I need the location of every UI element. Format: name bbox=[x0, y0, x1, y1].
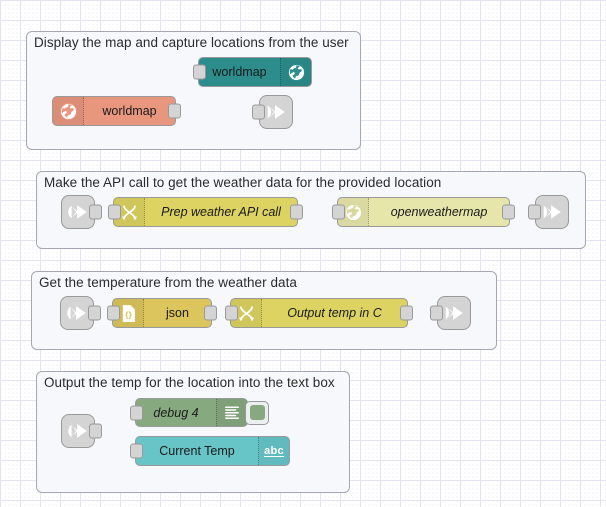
group-output-temp[interactable]: Output the temp for the location into th… bbox=[36, 371, 350, 493]
node-link-out-2[interactable] bbox=[528, 195, 569, 229]
node-output-port[interactable] bbox=[204, 305, 217, 321]
abc-icon: abc bbox=[258, 437, 289, 465]
node-output-temp-in-c[interactable]: Output temp in C bbox=[225, 298, 413, 328]
node-output-port[interactable] bbox=[89, 423, 102, 439]
debug-enable-toggle[interactable] bbox=[245, 400, 269, 425]
node-output-port[interactable] bbox=[400, 305, 413, 321]
node-label: worldmap bbox=[212, 65, 267, 79]
globe-icon bbox=[338, 198, 369, 226]
link-in-icon bbox=[67, 306, 86, 320]
node-link-in-2[interactable] bbox=[61, 195, 102, 229]
node-link-in-3[interactable] bbox=[60, 296, 101, 330]
node-prep-weather-api-call[interactable]: Prep weather API call bbox=[108, 197, 303, 227]
node-input-port[interactable] bbox=[130, 443, 143, 459]
link-out-icon bbox=[445, 306, 463, 320]
node-label: debug 4 bbox=[153, 405, 199, 420]
node-link-out-1[interactable] bbox=[252, 95, 293, 129]
svg-text:{}: {} bbox=[125, 309, 132, 319]
node-input-port[interactable] bbox=[528, 204, 541, 220]
link-in-icon bbox=[68, 424, 87, 438]
node-worldmap-out[interactable]: worldmap bbox=[193, 57, 312, 87]
node-json[interactable]: {} json bbox=[107, 298, 217, 328]
node-link-in-4[interactable] bbox=[61, 414, 102, 448]
node-input-port[interactable] bbox=[193, 64, 206, 80]
node-input-port[interactable] bbox=[430, 305, 443, 321]
node-output-port[interactable] bbox=[89, 204, 102, 220]
node-output-port[interactable] bbox=[88, 305, 101, 321]
node-input-port[interactable] bbox=[225, 305, 238, 321]
node-worldmap-in[interactable]: worldmap bbox=[52, 96, 181, 126]
node-output-port[interactable] bbox=[290, 204, 303, 220]
node-input-port[interactable] bbox=[108, 204, 121, 220]
debug-lines-icon bbox=[216, 399, 247, 426]
node-link-out-3[interactable] bbox=[430, 296, 471, 330]
link-out-icon bbox=[543, 205, 561, 219]
node-openweathermap[interactable]: openweathermap bbox=[332, 197, 515, 227]
link-out-icon bbox=[267, 105, 285, 119]
globe-icon bbox=[53, 97, 84, 125]
group-title: Make the API call to get the weather dat… bbox=[44, 175, 442, 190]
globe-icon bbox=[280, 58, 311, 86]
node-output-port[interactable] bbox=[502, 204, 515, 220]
node-debug-4[interactable]: debug 4 bbox=[130, 398, 269, 427]
node-current-temp[interactable]: Current Temp abc bbox=[130, 436, 290, 466]
node-label: Current Temp bbox=[159, 444, 235, 458]
group-title: Output the temp for the location into th… bbox=[44, 375, 335, 390]
node-label: Prep weather API call bbox=[161, 205, 281, 219]
node-label: worldmap bbox=[102, 104, 157, 118]
node-input-port[interactable] bbox=[252, 104, 265, 120]
group-title: Get the temperature from the weather dat… bbox=[39, 275, 297, 290]
link-in-icon bbox=[68, 205, 87, 219]
node-label: json bbox=[166, 306, 189, 320]
node-input-port[interactable] bbox=[130, 405, 143, 420]
node-label: Output temp in C bbox=[287, 306, 382, 320]
node-output-port[interactable] bbox=[168, 103, 181, 119]
group-display-map[interactable]: Display the map and capture locations fr… bbox=[26, 31, 361, 150]
node-input-port[interactable] bbox=[107, 305, 120, 321]
node-input-port[interactable] bbox=[332, 204, 345, 220]
node-label: openweathermap bbox=[390, 205, 488, 219]
group-title: Display the map and capture locations fr… bbox=[34, 35, 349, 50]
